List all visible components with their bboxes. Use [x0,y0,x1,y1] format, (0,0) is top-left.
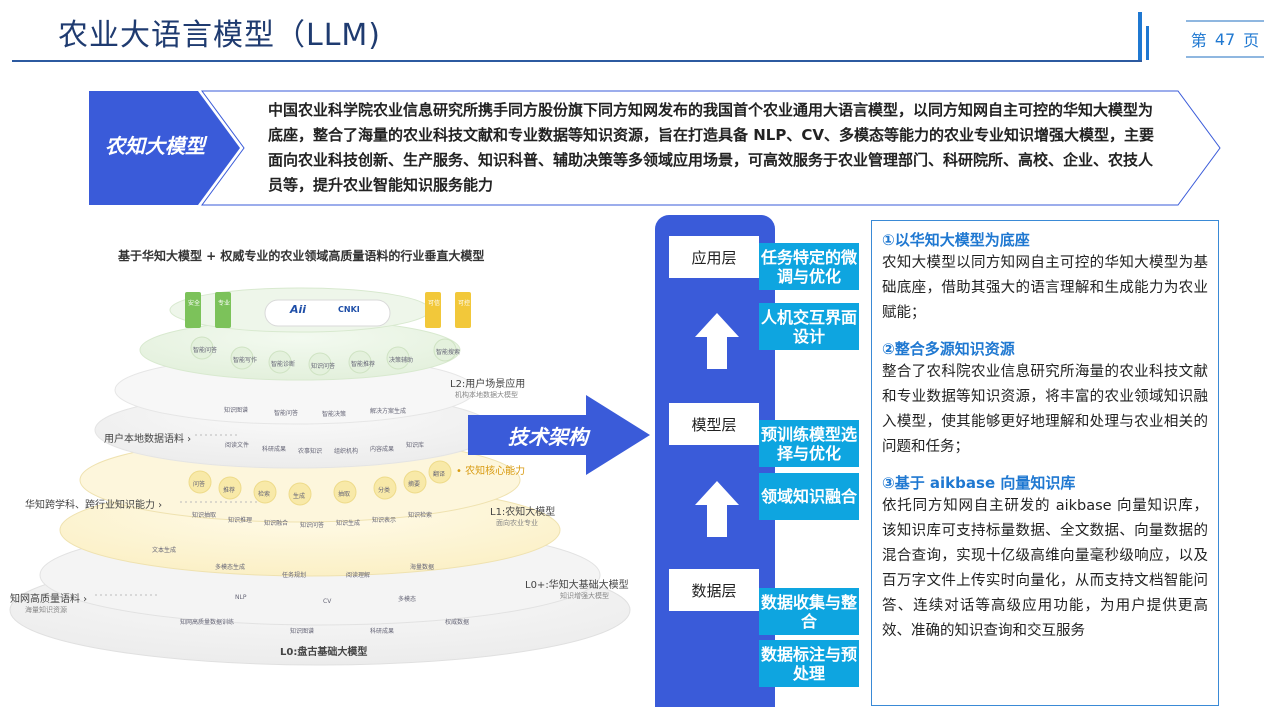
chip: 知识图谱 [290,628,315,635]
layer-model: 模型层 [669,403,759,445]
architecture-column: 应用层 模型层 数据层 [655,215,775,707]
page-suffix: 页 [1243,31,1260,50]
section-body: 整合了农科院农业信息研究所海量的农业科技文献和专业数据等知识资源，将丰富的农业领… [882,364,1208,455]
tech-architecture-label: 技术架构 [508,425,588,449]
chip: 知识库 [406,442,425,449]
layer-label-l2-sub: 机构本地数据大模型 [455,391,518,399]
chip: 检索 [258,491,271,498]
chip: 科研成果 [370,628,395,635]
intro-banner-shape [89,90,1221,206]
page-prefix: 第 [1190,31,1207,50]
chip: 知识抽取 [192,512,217,519]
chip: 智能写作 [233,357,258,364]
up-arrow-icon [695,313,739,369]
chip: 智能问答 [274,410,299,417]
chip: 权威数据 [445,619,470,626]
tag-data-annotate: 数据标注与预处理 [759,640,859,687]
chip: 知识融合 [264,520,289,527]
chip: 推荐 [223,487,236,494]
chip: 多模态 [398,596,417,603]
intro-label: 农知大模型 [105,134,205,158]
chip: 任务规划 [282,572,307,579]
chip: 智能决策 [322,411,347,418]
tag-task-finetune: 任务特定的微调与优化 [759,243,859,290]
layer-label-l0plus: L0+:华知大基础大模型 [525,580,629,591]
chip: 知识生成 [336,520,361,527]
decorative-bar-small [1146,26,1149,60]
tag-hci-design: 人机交互界面设计 [759,303,859,350]
user-data-label: 用户本地数据语料 › [104,434,192,445]
card-safe: 安全 [187,300,200,307]
intro-text: 中国农业科学院农业信息研究所携手同方股份旗下同方知网发布的我国首个农业通用大语言… [268,101,1154,194]
up-arrow-icon [695,481,739,537]
layer-application: 应用层 [669,236,759,278]
chip: 知识表示 [372,517,397,524]
chip: 摘要 [408,481,421,488]
card-professional: 专业 [217,300,230,307]
cnki-data-sub: 海量知识资源 [25,606,67,614]
chip: 知识推理 [228,517,253,524]
chip: 分类 [378,487,391,494]
chip: 阅读理解 [346,572,371,579]
llm-layer-diagram [9,287,631,666]
tag-pretrain-select: 预训练模型选择与优化 [759,420,859,467]
chip: 海量数据 [410,564,435,571]
chip: NLP [235,594,247,601]
chip: 抽取 [338,491,351,498]
aii-logo: Aii [290,303,307,316]
feature-panel: ①以华知大模型为底座 农知大模型以同方知网自主可控的华知大模型为基础底座，借助其… [871,220,1219,706]
layer-label-l1-sub: 面向农业专业 [496,519,538,527]
chip: 农事知识 [298,448,323,455]
layer-data: 数据层 [669,569,759,611]
title-divider [12,60,1142,62]
tag-data-collect: 数据收集与整合 [759,588,859,635]
page-number: 47 [1214,29,1236,49]
chip: 智能诊断 [271,361,296,368]
chip: 组织机构 [334,448,359,455]
chip: 知网高质量数据训练 [180,619,235,626]
layer-label-l0: L0:盘古基础大模型 [280,647,368,658]
layer-label-l2: L2:用户场景应用 [450,379,526,390]
chip: CV [323,598,332,605]
section-heading: ③基于 aikbase 向量知识库 [882,474,1076,492]
chip: 多模态生成 [215,564,246,571]
chip: 文本生成 [152,547,177,554]
cnki-data-label: 知网高质量语料 › [10,594,88,605]
illustration-title: 基于华知大模型 + 权威专业的农业领域高质量语料的行业垂直大模型 [118,249,485,263]
tag-domain-fusion: 领域知识融合 [759,473,859,520]
page-title: 农业大语言模型（LLM) [58,18,382,53]
layer-label-l1: L1:农知大模型 [490,507,556,518]
chip: 解决方案生成 [370,408,407,415]
chip: 智能推荐 [351,361,376,368]
chip: 问答 [193,481,206,488]
chip: 决策辅助 [389,357,414,364]
chip: 智能问答 [193,347,218,354]
page-indicator: 第 47 页 [1186,20,1264,58]
core-capability-label: • 农知核心能力 [456,466,526,477]
decorative-bar [1138,12,1142,60]
chip: 知识图谱 [224,407,249,414]
chip: 智能搜索 [436,349,461,356]
chip: 知识问答 [300,522,325,529]
chip: 内容成果 [370,446,395,453]
cross-domain-label: 华知跨学科、跨行业知识能力 › [25,500,163,511]
chip: 科研成果 [262,446,287,453]
section-body: 依托同方知网自主研发的 aikbase 向量知识库，该知识库可支持标量数据、全文… [882,498,1208,639]
chip: 知识问答 [311,363,336,370]
chip: 生成 [293,493,306,500]
card-trusted: 可信 [427,300,440,307]
chip: 翻译 [433,471,446,478]
chip: 知识检索 [408,512,433,519]
section-body: 农知大模型以同方知网自主可控的华知大模型为基础底座，借助其强大的语言理解和生成能… [882,255,1208,321]
section-heading: ①以华知大模型为底座 [882,231,1030,249]
cnki-logo: CNKI [338,305,360,314]
section-heading: ②整合多源知识资源 [882,340,1015,358]
card-controllable: 可控 [457,300,470,307]
tech-architecture-arrow [468,395,650,475]
chip: 阅读文件 [225,442,250,449]
layer-label-l0plus-sub: 知识增强大模型 [560,592,609,600]
